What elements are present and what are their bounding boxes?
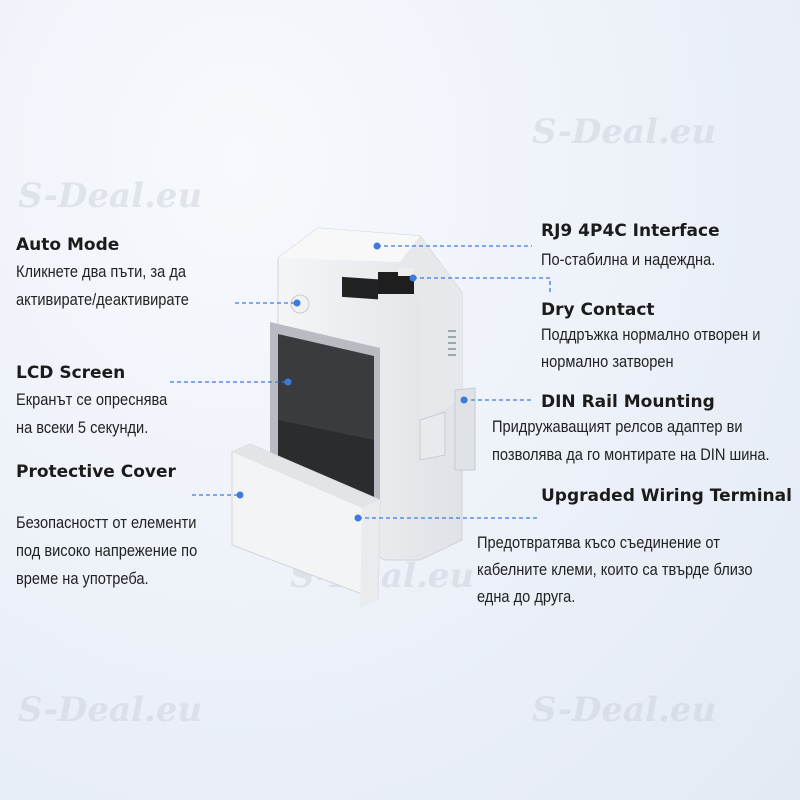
leader-lines	[170, 245, 551, 519]
watermark: S-Deal.eu	[532, 112, 717, 152]
feature-desc-line: на всеки 5 секунди.	[16, 418, 149, 437]
feature-title-din-rail: DIN Rail Mounting	[541, 392, 715, 412]
feature-title-rj9-interface: RJ9 4P4C Interface	[541, 221, 720, 241]
feature-desc-line: Поддръжка нормално отворен и	[541, 325, 761, 344]
feature-desc-line: Кликнете два пъти, за да	[16, 262, 186, 281]
watermark: S-Deal.eu	[18, 176, 203, 216]
feature-desc-line: кабелните клеми, които са твърде близо	[477, 560, 753, 579]
feature-title-protective-cover: Protective Cover	[16, 462, 176, 482]
leader-dots	[236, 242, 468, 522]
feature-desc-line: позволява да го монтирате на DIN шина.	[492, 445, 770, 464]
feature-title-wiring-terminal: Upgraded Wiring Terminal	[541, 486, 792, 506]
feature-desc-line: Придружаващият релсов адаптер ви	[492, 417, 743, 436]
feature-desc-line: една до друга.	[477, 587, 576, 606]
feature-desc-line: Екранът се опреснява	[16, 390, 168, 409]
watermark: S-Deal.eu	[532, 690, 717, 730]
feature-desc-line: Предотвратява късо съединение от	[477, 533, 720, 552]
protective-cover	[231, 443, 381, 608]
feature-desc-line: под високо напрежение по	[16, 541, 198, 560]
feature-desc-line: Безопасностт от елементи	[16, 513, 197, 532]
feature-title-auto-mode: Auto Mode	[16, 235, 120, 255]
watermark: S-Deal.eu	[18, 690, 203, 730]
feature-desc-line: активирате/деактивирате	[16, 290, 189, 309]
feature-title-lcd-screen: LCD Screen	[16, 363, 126, 383]
feature-desc-line: По-стабилна и надеждна.	[541, 250, 716, 269]
feature-title-dry-contact: Dry Contact	[541, 300, 655, 320]
feature-desc-line: време на употреба.	[16, 569, 149, 588]
feature-desc-line: нормално затворен	[541, 352, 674, 371]
